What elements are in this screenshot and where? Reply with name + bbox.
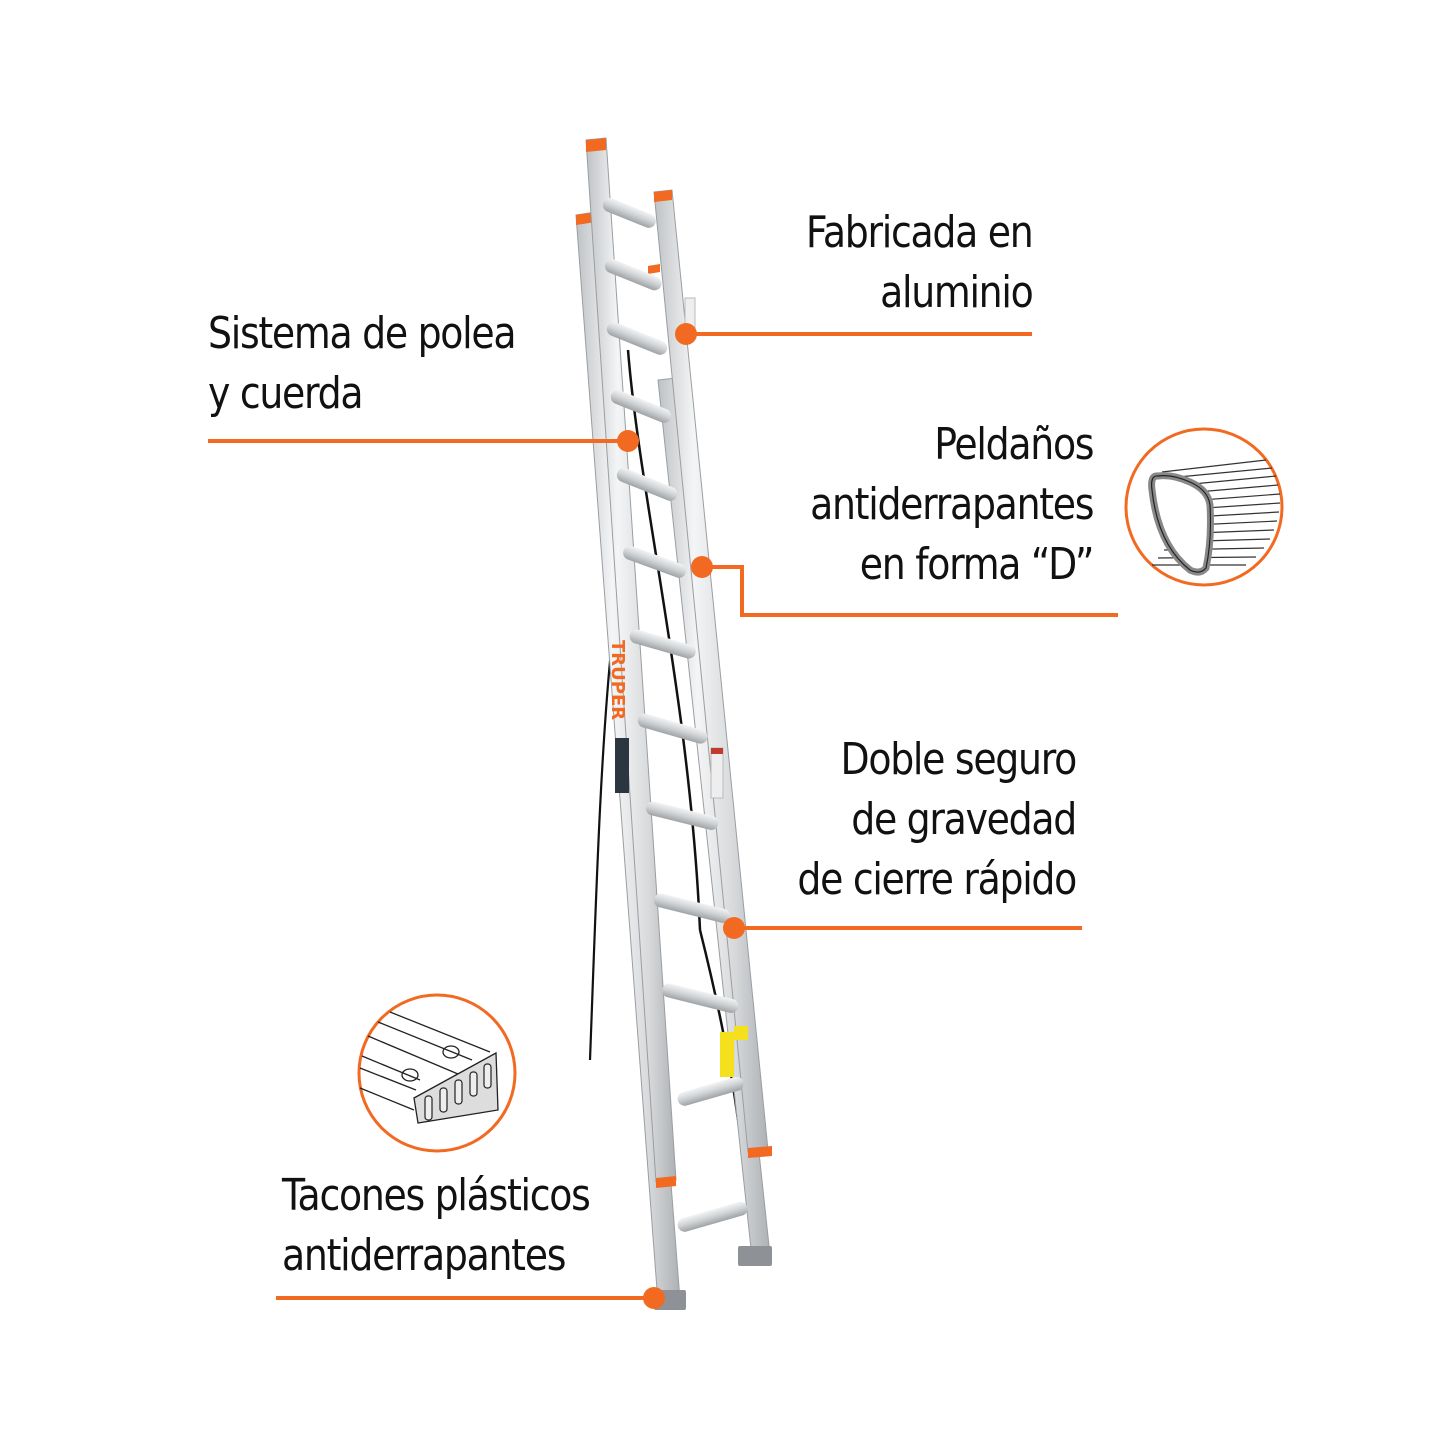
callout-lines bbox=[208, 332, 1118, 1300]
callout-text: Sistema de polea bbox=[208, 308, 517, 359]
callout-peldanos: Peldaños antiderrapantes en forma “D” bbox=[809, 415, 1095, 595]
callout-polea: Sistema de polea y cuerda bbox=[208, 304, 517, 424]
callout-dot-icon bbox=[691, 556, 713, 578]
callout-dot-icon bbox=[675, 323, 697, 345]
callout-text: antiderrapantes bbox=[809, 479, 1094, 530]
d-rung-inset-icon bbox=[1124, 427, 1284, 587]
plastic-foot-inset-icon bbox=[357, 993, 517, 1153]
truper-logo: TRUPER bbox=[607, 640, 628, 720]
callout-text: Doble seguro bbox=[840, 734, 1077, 785]
callout-text: Tacones plásticos bbox=[282, 1170, 591, 1221]
callout-text: antiderrapantes bbox=[282, 1230, 566, 1281]
callout-line-peldanos bbox=[702, 565, 1118, 617]
callout-text: y cuerda bbox=[208, 368, 364, 419]
ladder-rungs bbox=[602, 198, 748, 1232]
callout-dots bbox=[617, 323, 745, 1309]
callout-text: Fabricada en bbox=[805, 207, 1033, 258]
rail-cap-icon bbox=[586, 138, 606, 152]
callout-seguro: Doble seguro de gravedad de cierre rápid… bbox=[797, 730, 1077, 910]
callout-dot-icon bbox=[617, 430, 639, 452]
callout-dot-icon bbox=[643, 1287, 665, 1309]
callout-tacones: Tacones plásticos antiderrapantes bbox=[282, 1166, 591, 1286]
callout-text: aluminio bbox=[879, 267, 1034, 318]
callout-aluminio: Fabricada en aluminio bbox=[805, 203, 1034, 323]
svg-text:TRUPER: TRUPER bbox=[607, 640, 628, 720]
callout-text: Peldaños bbox=[933, 419, 1094, 470]
rail-cap-icon bbox=[654, 190, 672, 202]
rail-stickers bbox=[615, 297, 748, 1077]
callout-text: de cierre rápido bbox=[797, 854, 1077, 905]
callout-text: en forma “D” bbox=[859, 539, 1095, 590]
callout-dot-icon bbox=[723, 917, 745, 939]
ladder-fly-section bbox=[585, 137, 772, 1188]
callout-text: de gravedad bbox=[851, 794, 1077, 845]
